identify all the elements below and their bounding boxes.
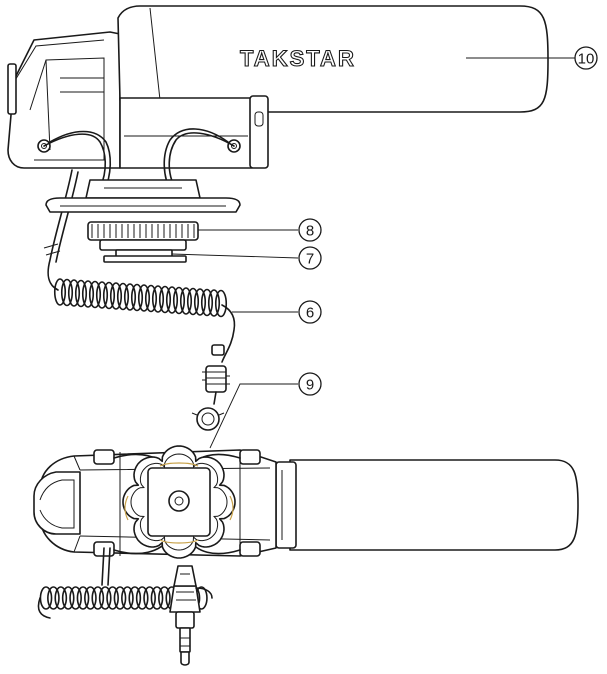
cable-coil-loop bbox=[130, 283, 144, 312]
coiled-cable-top bbox=[37, 547, 213, 666]
cable-coil-loop bbox=[158, 586, 171, 610]
cable-coil-loop bbox=[158, 285, 172, 314]
cable-coil-loop bbox=[60, 278, 74, 307]
callout-10-label: 10 bbox=[578, 51, 595, 68]
cable-coil-loop bbox=[165, 286, 179, 314]
cable-coil-loop bbox=[54, 586, 68, 610]
cable-coil-loop bbox=[207, 289, 221, 317]
callout-9-label: 9 bbox=[306, 377, 314, 394]
cable-coil-loop bbox=[137, 284, 151, 312]
cable-coil-loop bbox=[53, 278, 67, 306]
microphone-barrel: TAKSTAR bbox=[117, 5, 549, 113]
cable-coil-loop bbox=[74, 279, 88, 308]
cable-coil-loop bbox=[95, 281, 109, 309]
cable-coil-loop bbox=[106, 586, 119, 610]
shoe-mount bbox=[45, 179, 241, 213]
rear-body bbox=[7, 31, 121, 169]
cable-coil-loop bbox=[200, 288, 214, 317]
callouts: 10 8 7 6 9 bbox=[171, 46, 598, 449]
cable-coil-loop bbox=[128, 586, 142, 610]
callout-7: 7 bbox=[298, 246, 322, 270]
cable-coil-loop bbox=[172, 286, 186, 315]
callout-9: 9 bbox=[298, 372, 322, 396]
cable-coil-loop bbox=[116, 282, 130, 311]
flower-mount-knob bbox=[122, 445, 236, 559]
cable-coil-loop bbox=[113, 586, 127, 610]
cable-coil-loop bbox=[121, 586, 134, 610]
cable-coil-loop bbox=[193, 288, 207, 316]
callout-6: 6 bbox=[298, 300, 322, 324]
cable-coil-loop bbox=[47, 586, 60, 610]
cable-coil-loop bbox=[81, 280, 95, 308]
callout-10: 10 bbox=[574, 46, 598, 70]
microphone-side-view: TAKSTAR bbox=[7, 5, 549, 431]
cable-coil-loop bbox=[150, 586, 164, 610]
cable-coil-loop bbox=[91, 586, 105, 610]
brand-logo: TAKSTAR bbox=[240, 46, 356, 71]
cable-coil-loop bbox=[179, 287, 193, 315]
locking-thumb-wheel bbox=[87, 221, 199, 251]
cable-coil-loop bbox=[144, 284, 158, 313]
lower-body bbox=[43, 95, 269, 207]
cable-coil-loop bbox=[88, 280, 102, 309]
cable-coil-loop bbox=[76, 586, 90, 610]
barrel-top-view bbox=[289, 459, 579, 551]
callout-6-label: 6 bbox=[306, 305, 314, 322]
cable-coil-loop bbox=[69, 586, 82, 610]
cable-coil-loop bbox=[151, 285, 165, 313]
callout-8: 8 bbox=[298, 218, 322, 242]
cable-coil-loop bbox=[67, 279, 81, 307]
cable-coil-loop bbox=[84, 586, 97, 610]
cold-shoe-plate bbox=[103, 249, 187, 263]
cable-coil-loop bbox=[123, 283, 137, 311]
coiled-cable-side bbox=[43, 169, 236, 431]
cable-coil-loop bbox=[214, 289, 228, 318]
cable-coil-loop bbox=[135, 586, 149, 610]
microphone-top-view bbox=[33, 445, 579, 666]
cable-coil-loop bbox=[61, 586, 75, 610]
callout-8-label: 8 bbox=[306, 223, 314, 240]
cable-coil-loop bbox=[102, 281, 116, 310]
callout-7-label: 7 bbox=[306, 251, 314, 268]
cable-coil-loop bbox=[143, 586, 156, 610]
cable-coil-loop bbox=[109, 282, 123, 310]
cable-coil-loop bbox=[186, 287, 200, 316]
cable-coil-loop bbox=[98, 586, 112, 610]
